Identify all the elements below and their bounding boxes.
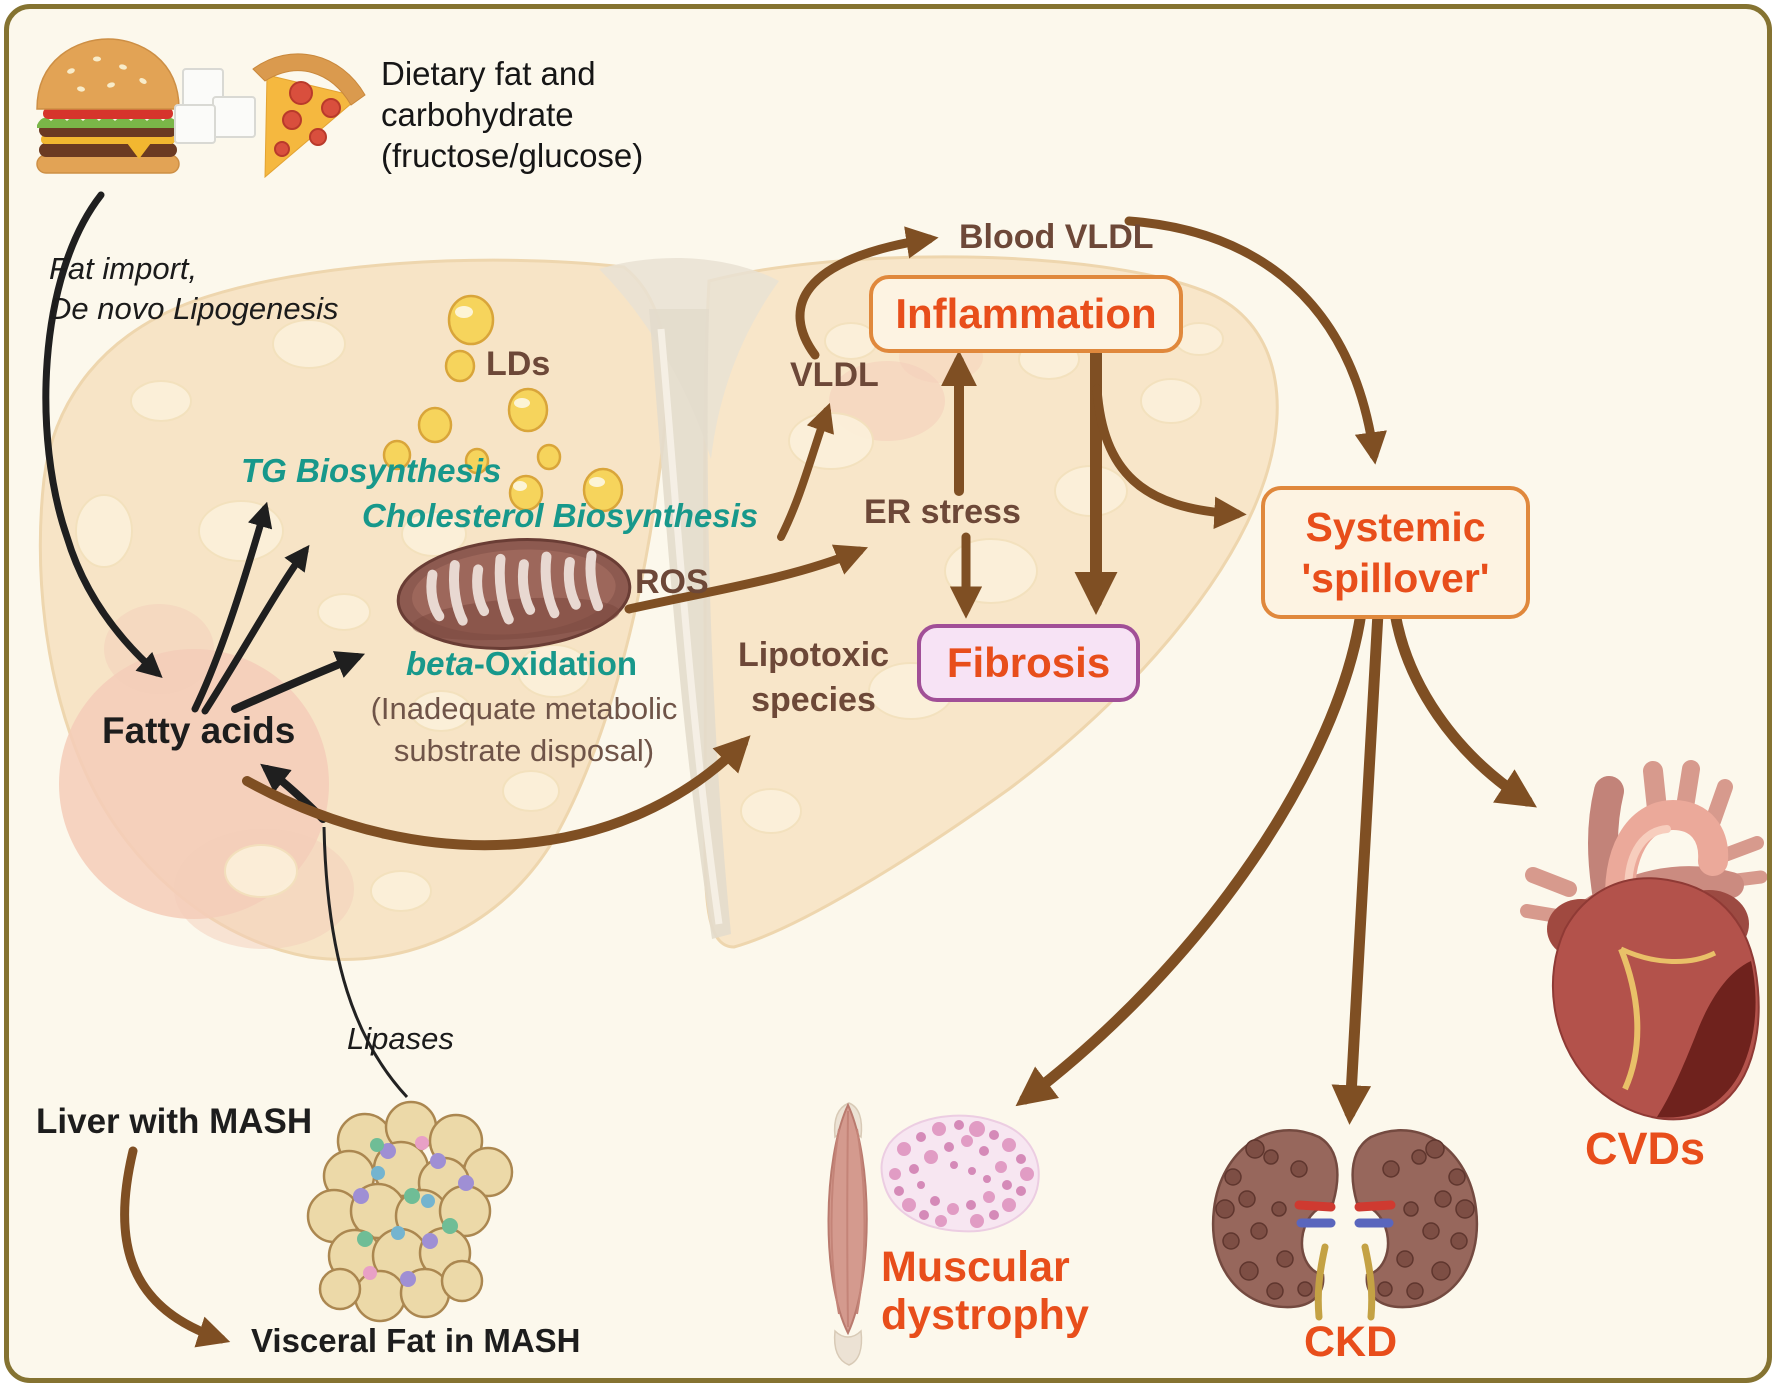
inflammation-label: Inflammation: [895, 290, 1157, 337]
systemic-spillover-box: Systemic 'spillover': [1261, 486, 1530, 619]
beta-oxidation-italic: beta: [406, 645, 474, 682]
er-stress-label: ER stress: [864, 493, 1021, 531]
fat-import-line1: Fat import,: [49, 251, 198, 286]
tg-biosynthesis-label: TG Biosynthesis: [241, 452, 502, 489]
lipid-droplets: [382, 294, 624, 513]
inflammation-box: Inflammation: [869, 275, 1183, 353]
sugar-cubes-icon: [174, 68, 256, 144]
visceral-fat-label: Visceral Fat in MASH: [251, 1322, 581, 1359]
muscular-dystrophy-label: Muscular dystrophy: [881, 1243, 1089, 1339]
blood-vldl-label: Blood VLDL: [959, 218, 1154, 256]
inadequate-line2: substrate disposal): [393, 733, 655, 768]
muscle-histology-illustration: [880, 1114, 1040, 1233]
dietary-line1: Dietary fat and: [381, 55, 596, 92]
dietary-line2: carbohydrate: [381, 96, 574, 133]
figure-canvas: Dietary fat and carbohydrate (fructose/g…: [4, 4, 1772, 1383]
beta-oxidation-rest: -Oxidation: [473, 645, 638, 682]
systemic-line1: Systemic: [1305, 503, 1486, 550]
cholesterol-biosynthesis-label: Cholesterol Biosynthesis: [362, 497, 759, 534]
ros-label: ROS: [635, 563, 709, 601]
arrows: [42, 191, 1537, 1348]
lipases-label: Lipases: [347, 1021, 454, 1056]
arrow-fattyacids-to-cholesterol: [201, 544, 310, 715]
arrow-fattyacids-to-lipotoxic: [242, 735, 751, 851]
lipotoxic-line1: Lipotoxic: [737, 636, 890, 674]
beta-oxidation-label: beta-Oxidation: [406, 645, 637, 683]
vldl-label: VLDL: [790, 356, 879, 394]
heart-illustration: [1520, 760, 1767, 1121]
cvds-label: CVDs: [1585, 1123, 1706, 1174]
lipases-line: [322, 826, 409, 1099]
arrow-bloodvldl-to-systemic: [1124, 216, 1387, 465]
arrow-systemic-to-ckd: [1331, 607, 1384, 1125]
kidneys-illustration: [1211, 1129, 1479, 1321]
pizza-icon: [252, 53, 366, 179]
arrow-liver-to-vldl: [777, 402, 834, 541]
muscular-line2: dystrophy: [881, 1291, 1089, 1339]
arrow-food-to-fattyacids: [42, 191, 163, 679]
figure-art: [36, 38, 1767, 1366]
ckd-label: CKD: [1304, 1318, 1398, 1366]
lds-label: LDs: [486, 345, 551, 383]
muscular-line1: Muscular: [881, 1243, 1070, 1291]
arrow-inflammation-to-systemic: [1092, 384, 1247, 529]
burger-icon: [36, 38, 180, 174]
arrow-fattyacids-to-betaoxidation: [231, 651, 366, 713]
dietary-label: Dietary fat and carbohydrate (fructose/g…: [381, 53, 643, 176]
arrow-fattyacids-to-tg: [191, 501, 273, 713]
dietary-line3: (fructose/glucose): [381, 137, 644, 174]
lipotoxic-species-label: Lipotoxic species: [721, 633, 906, 723]
systemic-line2: 'spillover': [1301, 554, 1490, 601]
fibrosis-box: Fibrosis: [917, 624, 1140, 702]
liver-illustration: [38, 255, 1279, 961]
arrow-vldl-to-bloodvldl: [795, 226, 939, 360]
arrow-systemic-to-heart: [1389, 607, 1537, 808]
visceral-fat-illustration: [306, 1100, 514, 1323]
arrow-livermash-to-visceralfat: [120, 1146, 231, 1348]
fibrosis-label: Fibrosis: [946, 639, 1111, 686]
arrow-ros-to-erstress: [624, 544, 868, 614]
fatty-acids-label: Fatty acids: [102, 710, 296, 751]
inadequate-label: (Inadequate metabolic substrate disposal…: [304, 688, 744, 772]
inadequate-line1: (Inadequate metabolic: [370, 691, 678, 726]
mitochondrion-icon: [396, 538, 632, 650]
fat-import-label: Fat import, De novo Lipogenesis: [49, 249, 339, 329]
muscle-illustration: [827, 1102, 868, 1366]
liver-with-mash-label: Liver with MASH: [36, 1102, 313, 1141]
lipotoxic-line2: species: [751, 681, 876, 719]
arrow-systemic-to-muscle: [1015, 607, 1367, 1107]
fat-import-line2: De novo Lipogenesis: [49, 291, 339, 326]
